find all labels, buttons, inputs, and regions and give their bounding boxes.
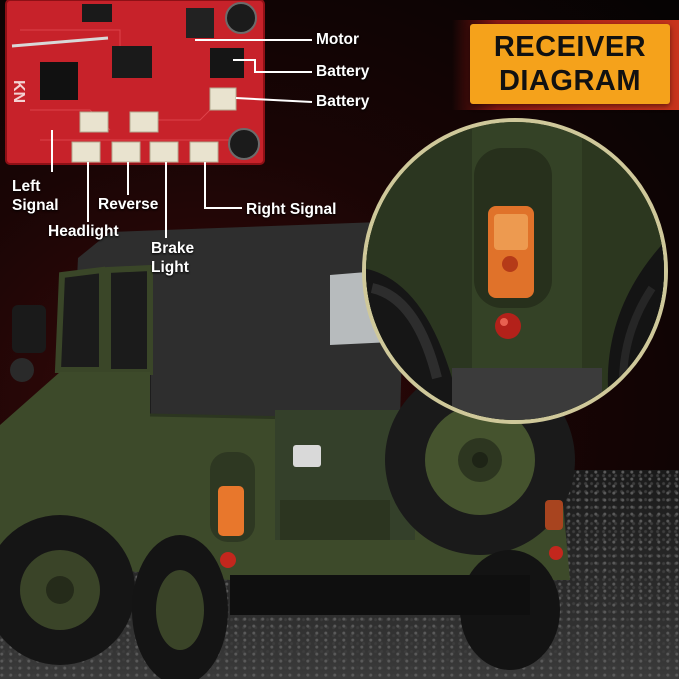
connector-headlight — [71, 141, 101, 163]
small-chip — [82, 4, 112, 22]
driver-chip — [112, 46, 152, 78]
chassis — [230, 575, 530, 615]
label-battery-bottom: Battery — [316, 93, 370, 110]
label-brake-line2: Light — [151, 259, 189, 276]
capacitor-top — [225, 2, 257, 34]
tail-light-zoom — [362, 118, 668, 424]
label-left-signal-line1: Left — [12, 178, 41, 195]
rear-light-small — [293, 445, 321, 467]
left-tail-light — [218, 486, 244, 536]
label-right-signal: Right Signal — [246, 201, 337, 218]
label-headlight: Headlight — [48, 223, 119, 240]
connector-left-signal — [79, 111, 109, 133]
title-line-1: RECEIVER — [493, 31, 647, 63]
zoom-wheel — [366, 268, 452, 420]
zoom-reflector — [495, 313, 521, 339]
license-plate-area — [280, 500, 390, 540]
connector-brake — [149, 141, 179, 163]
side-window-front — [54, 266, 105, 373]
right-tail-light-edge — [545, 500, 563, 530]
canvas-roof — [75, 222, 405, 420]
main-chip — [40, 62, 78, 100]
board-marking: KN — [10, 80, 27, 103]
antenna-wire — [11, 36, 109, 48]
label-motor: Motor — [316, 31, 360, 48]
connector-motor — [129, 111, 159, 133]
label-battery-top: Battery — [316, 63, 370, 80]
connector-reverse — [111, 141, 141, 163]
title-box: RECEIVER DIAGRAM — [470, 24, 670, 104]
title-line-2: DIAGRAM — [498, 65, 642, 97]
label-reverse: Reverse — [98, 196, 159, 213]
left-reflector — [220, 552, 236, 568]
capacitor-bottom — [228, 128, 260, 160]
front-bumper-knob — [10, 358, 34, 382]
right-reflector — [549, 546, 563, 560]
label-brake-line1: Brake — [151, 240, 195, 257]
label-left-signal-line2: Signal — [12, 197, 59, 214]
side-mirror — [12, 305, 46, 353]
